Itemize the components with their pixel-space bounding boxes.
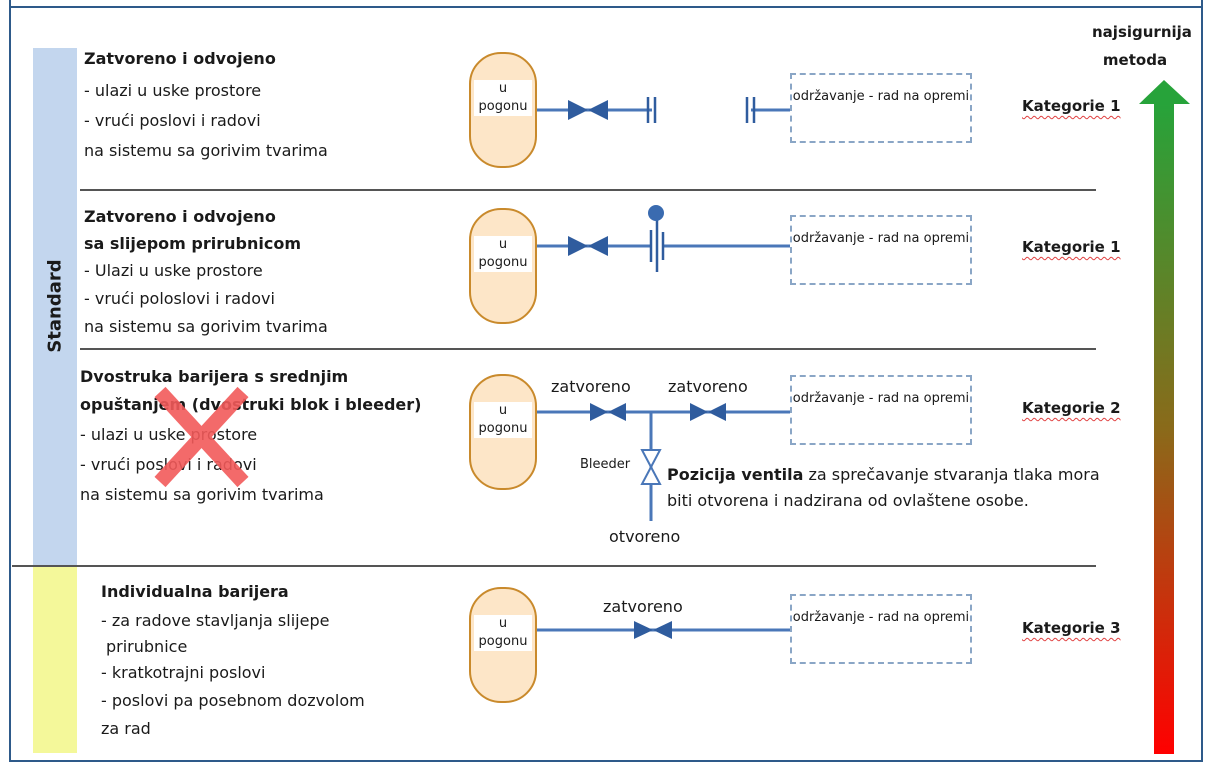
- category-label: Kategorie 1: [1022, 97, 1121, 115]
- row3-piping: [537, 410, 790, 521]
- row-separator: [80, 189, 1096, 191]
- row4-line: - za radove stavljanja slijepe: [101, 611, 330, 630]
- valve-state-label: zatvoreno: [603, 597, 683, 616]
- vessel-label: u pogonu: [474, 615, 532, 651]
- row2-title: Zatvoreno i odvojeno: [84, 207, 276, 226]
- bleeder-state-label: otvoreno: [609, 527, 681, 546]
- process-vessel: u pogonu: [469, 587, 537, 703]
- safety-arrow-head: [1139, 80, 1190, 104]
- row2-title: sa slijepom prirubnicom: [84, 234, 301, 253]
- maintenance-box: održavanje - rad na opremi: [790, 215, 972, 285]
- row2-line: na sistemu sa gorivim tvarima: [84, 317, 328, 336]
- row4-line: - poslovi pa posebnom dozvolom: [101, 691, 365, 710]
- row3-title: Dvostruka barijera s srednjim: [80, 367, 349, 386]
- maintenance-box: održavanje - rad na opremi: [790, 375, 972, 445]
- bleeder-label: Bleeder: [580, 457, 631, 472]
- valve-note: Pozicija ventila za sprečavanje stvaranj…: [667, 462, 1100, 514]
- row3-line: na sistemu sa gorivim tvarima: [80, 485, 324, 504]
- process-vessel: u pogonu: [469, 52, 537, 168]
- row-separator: [12, 565, 1096, 567]
- maintenance-box: održavanje - rad na opremi: [790, 73, 972, 143]
- row2-line: - Ulazi u uske prostore: [84, 261, 263, 280]
- valve-note-text: za sprečavanje stvaranja tlaka mora: [803, 465, 1100, 484]
- row1-line: - ulazi u uske prostore: [84, 81, 262, 100]
- row1-line: na sistemu sa gorivim tvarima: [84, 141, 328, 160]
- blind-flange-icon: [649, 220, 665, 272]
- row4-line: prirubnice: [106, 637, 188, 656]
- row2-line: - vrući poloslovi i radovi: [84, 289, 275, 308]
- row1-line: - vrući poslovi i radovi: [84, 111, 261, 130]
- valve-note-bold: Pozicija ventila: [667, 465, 804, 484]
- closed-valve-icon: [634, 621, 653, 639]
- closed-valve-icon: [590, 403, 608, 421]
- row4-title: Individualna barijera: [101, 582, 289, 601]
- valve-state-label: zatvoreno: [551, 377, 631, 396]
- individual-band: [33, 567, 77, 753]
- closed-valve-icon: [568, 100, 588, 120]
- valve-note-line2: biti otvorena i nadzirana od ovlaštene o…: [667, 491, 1029, 510]
- category-label: Kategorie 1: [1022, 238, 1121, 256]
- row4-line: za rad: [101, 719, 151, 738]
- frame-top-border: [9, 6, 1203, 8]
- vessel-label: u pogonu: [474, 402, 532, 438]
- safety-arrow-shaft: [1154, 104, 1174, 754]
- closed-valve-icon: [608, 403, 626, 421]
- row-separator: [80, 348, 1096, 350]
- row1-title: Zatvoreno i odvojeno: [84, 49, 276, 68]
- process-vessel: u pogonu: [469, 374, 537, 490]
- closed-valve-icon: [708, 403, 726, 421]
- maintenance-box: održavanje - rad na opremi: [790, 594, 972, 664]
- row4-line: - kratkotrajni poslovi: [101, 663, 266, 682]
- cross-out-icon: [154, 386, 249, 488]
- standard-band: [33, 48, 77, 565]
- closed-valve-icon: [568, 236, 588, 256]
- open-bleeder-valve-icon: [640, 449, 662, 485]
- diagram-frame: [9, 0, 1203, 762]
- vessel-label: u pogonu: [474, 80, 532, 116]
- safety-scale-label: najsigurnija metoda: [1092, 23, 1192, 69]
- closed-valve-icon: [588, 100, 608, 120]
- closed-valve-icon: [588, 236, 608, 256]
- process-vessel: u pogonu: [469, 208, 537, 324]
- valve-state-label: zatvoreno: [668, 377, 748, 396]
- category-label: Kategorie 3: [1022, 619, 1121, 637]
- blind-flange-handle-icon: [648, 205, 664, 221]
- vessel-label: u pogonu: [474, 236, 532, 272]
- flange-icon: [646, 97, 756, 123]
- closed-valve-icon: [653, 621, 672, 639]
- closed-valve-icon: [690, 403, 708, 421]
- category-label: Kategorie 2: [1022, 399, 1121, 417]
